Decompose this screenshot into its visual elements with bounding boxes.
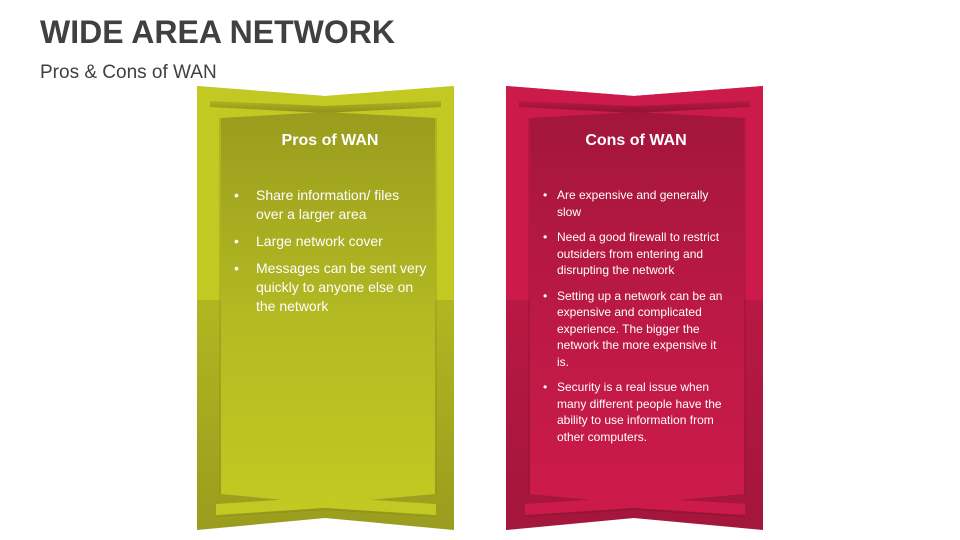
cons-content: Cons of WAN Are expensive and generally … bbox=[541, 132, 731, 454]
pros-content: Pros of WAN Share information/ files ove… bbox=[232, 132, 428, 324]
pros-item: Share information/ files over a larger a… bbox=[232, 186, 428, 224]
slide-title: WIDE AREA NETWORK bbox=[40, 14, 395, 50]
pros-item: Large network cover bbox=[232, 232, 428, 251]
pros-title: Pros of WAN bbox=[281, 132, 379, 149]
cons-list: Are expensive and generally slow Need a … bbox=[541, 187, 731, 445]
pros-item: Messages can be sent very quickly to any… bbox=[232, 259, 428, 316]
cons-title: Cons of WAN bbox=[585, 132, 687, 149]
cons-item: Are expensive and generally slow bbox=[541, 187, 731, 220]
slide-subtitle: Pros & Cons of WAN bbox=[40, 62, 217, 83]
cons-item: Security is a real issue when many diffe… bbox=[541, 379, 731, 445]
cons-item: Need a good firewall to restrict outside… bbox=[541, 229, 731, 279]
cons-item: Setting up a network can be an expensive… bbox=[541, 288, 731, 371]
pros-list: Share information/ files over a larger a… bbox=[232, 186, 428, 316]
